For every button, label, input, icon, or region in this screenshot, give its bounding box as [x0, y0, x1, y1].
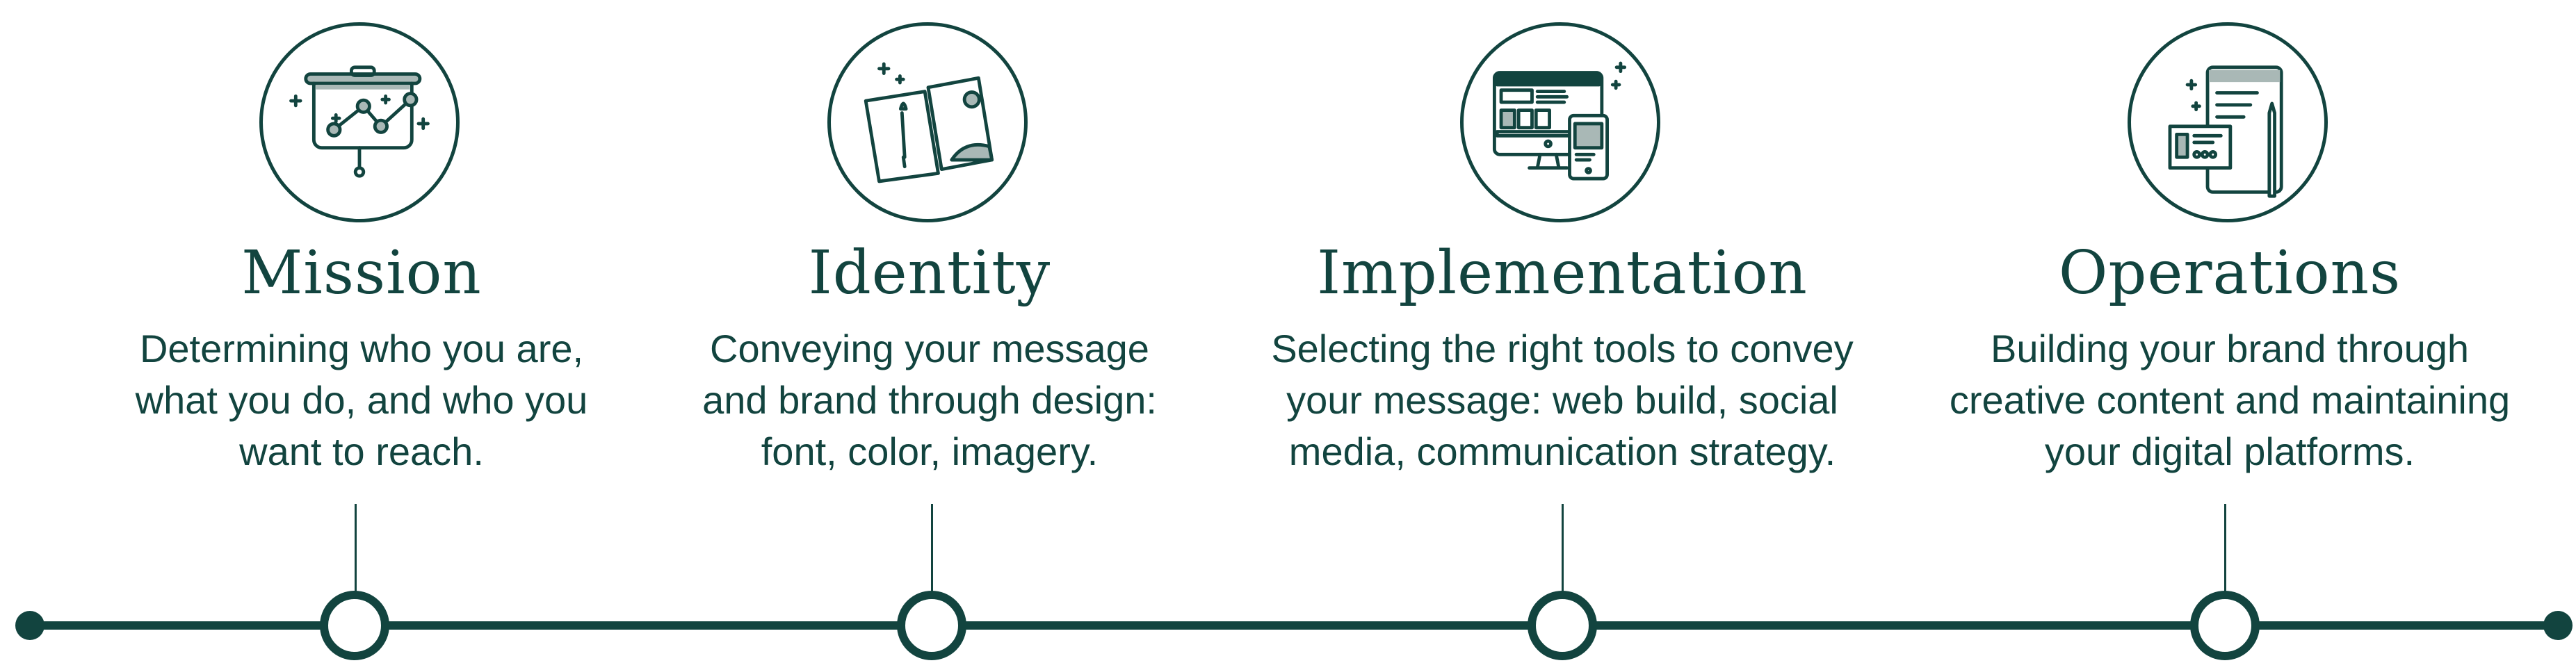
description-line: media, communication strategy. [1288, 429, 1836, 473]
description-line: your digital platforms. [2044, 429, 2415, 473]
devices-icon [1460, 22, 1660, 222]
step-title: Operations [2058, 238, 2401, 308]
design-images-icon [827, 22, 1028, 222]
connector-line [931, 504, 933, 591]
step-description: Conveying your message and brand through… [617, 323, 1242, 477]
timeline-node-mission [320, 591, 389, 660]
description-line: Building your brand through [1990, 327, 2470, 370]
step-description: Selecting the right tools to convey your… [1249, 323, 1875, 477]
content-notebook-icon [2128, 22, 2328, 222]
step-title: Implementation [1317, 238, 1808, 308]
connector-line [355, 504, 357, 591]
description-line: Selecting the right tools to convey [1271, 327, 1854, 370]
step-description: Determining who you are, what you do, an… [49, 323, 674, 477]
timeline-start-dot [15, 611, 44, 640]
description-line: font, color, imagery. [761, 429, 1099, 473]
timeline-track [30, 621, 2558, 630]
timeline-end-dot [2543, 611, 2573, 640]
description-line: Determining who you are, [139, 327, 584, 370]
timeline-node-operations [2190, 591, 2260, 660]
step-title: Identity [808, 238, 1051, 308]
description-line: want to reach. [239, 429, 484, 473]
connector-line [2224, 504, 2226, 591]
timeline-node-identity [897, 591, 966, 660]
description-line: and brand through design: [702, 378, 1157, 422]
step-title: Mission [241, 238, 482, 308]
description-line: what you do, and who you [135, 378, 588, 422]
description-line: creative content and maintaining [1949, 378, 2511, 422]
description-line: Conveying your message [710, 327, 1149, 370]
description-line: your message: web build, social [1286, 378, 1838, 422]
connector-line [1562, 504, 1564, 591]
presentation-chart-icon [259, 22, 460, 222]
timeline-node-implementation [1528, 591, 1597, 660]
step-description: Building your brand through creative con… [1917, 323, 2543, 477]
